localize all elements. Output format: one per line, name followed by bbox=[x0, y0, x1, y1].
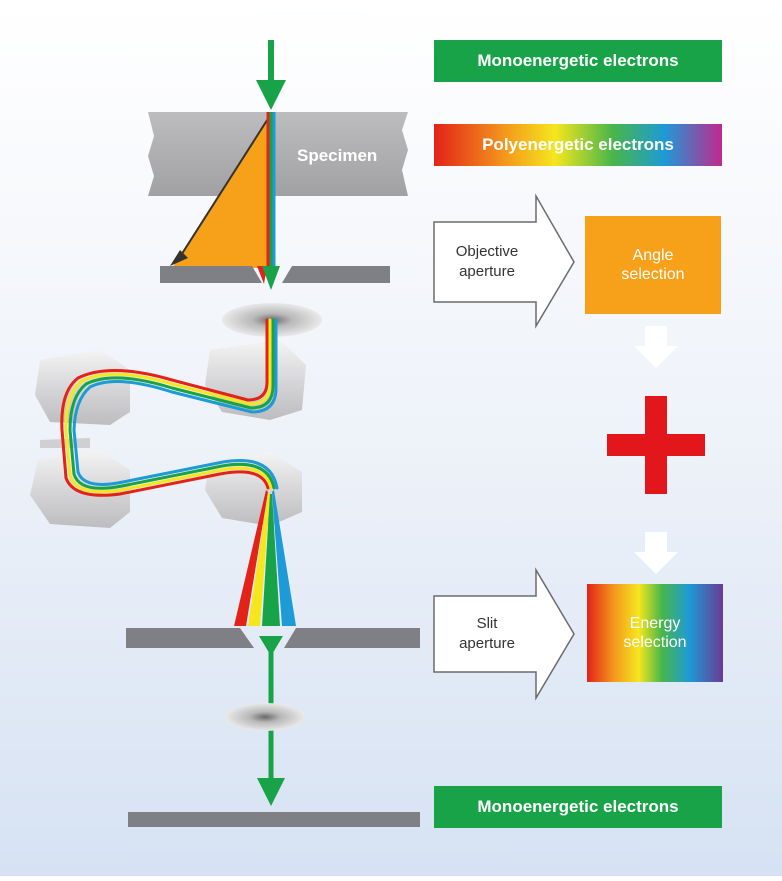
specimen-label: Specimen bbox=[297, 146, 378, 165]
slit-aperture-line-2: aperture bbox=[459, 635, 515, 653]
objective-aperture-line-2: aperture bbox=[459, 263, 515, 281]
arrow-right-icon bbox=[433, 193, 575, 329]
specimen-slab bbox=[148, 112, 408, 196]
detector-bar bbox=[128, 812, 420, 827]
objective-aperture-label: Objective aperture bbox=[442, 242, 532, 283]
polyenergetic-label: Polyenergetic electrons bbox=[434, 124, 722, 166]
objective-aperture-right bbox=[282, 266, 390, 283]
energy-selection-line-1: Energy bbox=[629, 614, 681, 632]
lower-lens bbox=[225, 703, 305, 731]
energy-selection-box: Energy selection bbox=[587, 584, 723, 682]
primary-beam bbox=[257, 112, 280, 290]
electron-path bbox=[60, 318, 279, 497]
arrow-down-icon bbox=[634, 326, 678, 368]
monoenergetic-top-label: Monoenergetic electrons bbox=[434, 40, 722, 82]
angle-selection-line-2: selection bbox=[621, 266, 685, 283]
arrow-down-icon bbox=[256, 40, 286, 110]
dispersed-beam bbox=[234, 490, 296, 626]
slit-aperture-left bbox=[126, 628, 254, 648]
angle-selection-box: Angle selection bbox=[585, 216, 721, 314]
slit-aperture-line-1: Slit bbox=[476, 615, 498, 632]
energy-selection-line-2: selection bbox=[623, 634, 687, 651]
plus-icon bbox=[607, 396, 705, 494]
monoenergetic-bottom-label: Monoenergetic electrons bbox=[434, 786, 722, 828]
arrow-down-icon bbox=[634, 532, 678, 574]
objective-aperture-left bbox=[160, 266, 262, 283]
objective-aperture-line-1: Objective bbox=[455, 243, 519, 260]
arrow-right-icon bbox=[433, 567, 575, 701]
slit-aperture-label: Slit aperture bbox=[442, 614, 532, 655]
angle-selection-line-1: Angle bbox=[632, 246, 674, 264]
slit-aperture-right bbox=[284, 628, 420, 648]
arrow-icon bbox=[170, 250, 188, 266]
